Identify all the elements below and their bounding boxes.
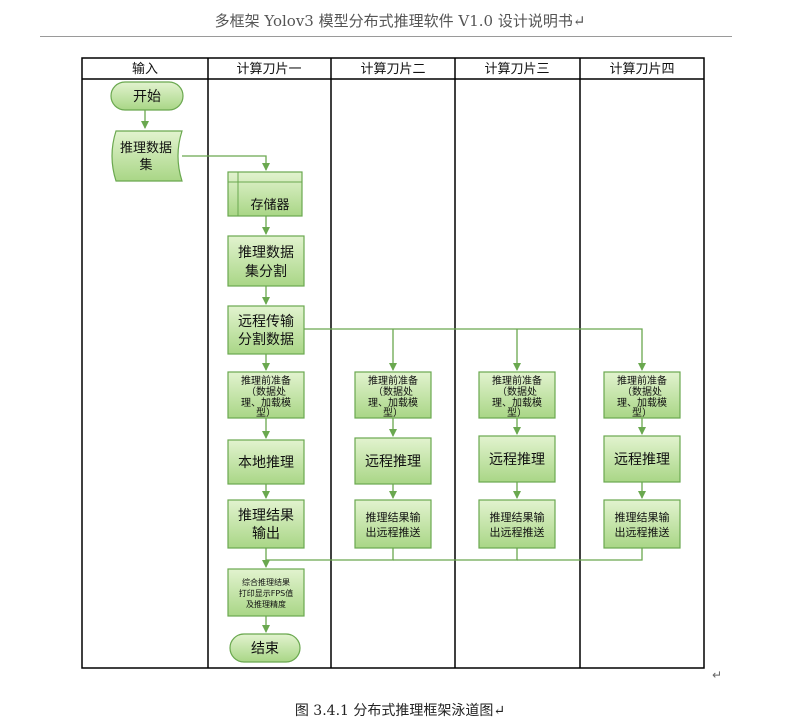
output-node-blade-2: 推理结果输 出远程推送 [354,499,432,549]
prep-2-line-2: （数据处 [373,385,413,398]
output-node-blade-3: 推理结果输 出远程推送 [478,499,556,549]
split-node: 推理数据 集分割 [227,235,305,287]
summary-node: 综合推理结果 打印显示FPS值 及推理精度 [227,568,305,617]
remote-infer-4-label: 远程推理 [614,452,670,468]
remote-infer-2-label: 远程推理 [365,454,421,470]
output-3-line-2: 出远程推送 [490,525,545,539]
prep-1-line-2: （数据处 [246,385,286,398]
output-1-line-2: 输出 [252,526,280,542]
prep-4-line-4: 型） [632,406,652,419]
prep-2-line-3: 理、加载模 [368,397,418,409]
output-1-line-1: 推理结果 [238,508,294,524]
output-3-line-1: 推理结果输 [490,510,545,524]
transfer-label-line-2: 分割数据 [238,331,294,348]
lane-frame [81,57,705,669]
prep-2-line-1: 推理前准备 [368,374,418,387]
split-label-line-1: 推理数据 [238,245,294,261]
dataset-label-line-1: 推理数据 [120,141,172,156]
output-2-line-1: 推理结果输 [366,510,421,524]
dataset-node: 推理数据 集 [111,130,183,182]
dataset-label-line-2: 集 [139,157,152,173]
prep-3-line-3: 理、加载模 [492,397,542,409]
prep-node-blade-1: 推理前准备 （数据处 理、加载模 型） [227,371,305,419]
summary-line-3: 及推理精度 [246,599,286,609]
connectors [141,110,646,633]
storage-label: 存储器 [250,198,289,213]
transfer-node: 远程传输 分割数据 [227,305,305,355]
remote-infer-node-blade-3: 远程推理 [478,435,556,483]
prep-4-line-1: 推理前准备 [617,374,667,387]
output-4-line-1: 推理结果输 [615,510,670,524]
end-label: 结束 [251,641,279,657]
prep-3-line-2: （数据处 [497,385,537,398]
document-header: 多框架 Yolov3 模型分布式推理软件 V1.0 设计说明书↵ [214,12,586,30]
prep-node-blade-3: 推理前准备 （数据处 理、加载模 型） [478,371,556,419]
lane-title-blade-1: 计算刀片一 [236,62,301,77]
figure-caption: 图 3.4.1 分布式推理框架泳道图↵ [294,703,506,719]
lane-title-blade-4: 计算刀片四 [609,62,674,77]
local-infer-label: 本地推理 [238,455,294,471]
output-node-blade-1: 推理结果 输出 [227,499,305,549]
storage-node: 存储器 [227,171,303,217]
prep-3-line-1: 推理前准备 [492,374,542,387]
prep-1-line-3: 理、加载模 [241,397,291,409]
remote-infer-node-blade-4: 远程推理 [603,435,681,483]
lane-title-blade-3: 计算刀片三 [484,62,549,77]
prep-node-blade-4: 推理前准备 （数据处 理、加载模 型） [603,371,681,419]
prep-2-line-4: 型） [383,406,403,419]
transfer-label-line-1: 远程传输 [238,314,294,330]
lane-title-input: 输入 [132,61,158,77]
remote-infer-3-label: 远程推理 [489,452,545,468]
end-node: 结束 [229,633,301,663]
output-2-line-2: 出远程推送 [366,525,421,539]
prep-1-line-1: 推理前准备 [241,374,291,387]
split-label-line-2: 集分割 [245,263,287,280]
summary-line-2: 打印显示FPS值 [239,588,294,598]
output-4-line-2: 出远程推送 [615,525,670,539]
prep-4-line-3: 理、加载模 [617,397,667,409]
start-label: 开始 [133,89,161,105]
remote-infer-node-blade-2: 远程推理 [354,437,432,485]
start-node: 开始 [110,81,184,111]
local-infer-node: 本地推理 [227,439,305,485]
summary-line-1: 综合推理结果 [242,577,290,587]
paragraph-mark: ↵ [712,668,723,682]
lane-title-blade-2: 计算刀片二 [360,62,425,77]
prep-4-line-2: （数据处 [622,385,662,398]
header-rule [40,36,732,37]
prep-3-line-4: 型） [507,406,527,419]
output-node-blade-4: 推理结果输 出远程推送 [603,499,681,549]
prep-node-blade-2: 推理前准备 （数据处 理、加载模 型） [354,371,432,419]
prep-1-line-4: 型） [256,406,276,419]
